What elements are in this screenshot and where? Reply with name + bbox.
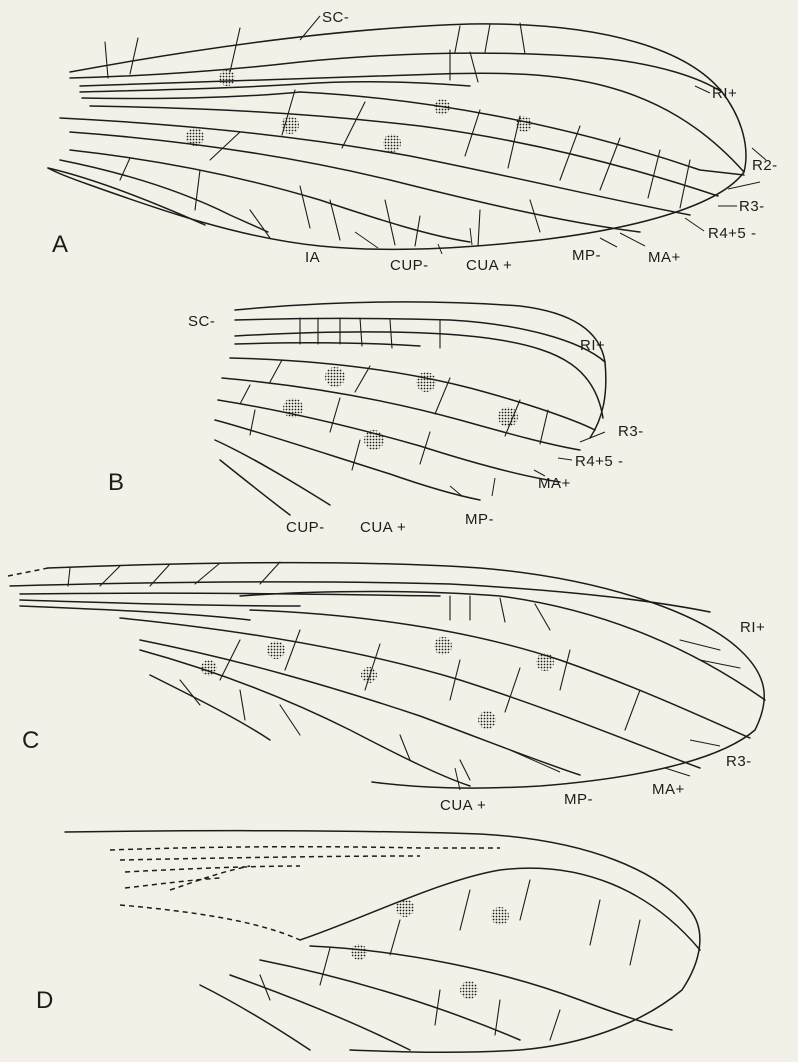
- wing-a-leaders: [300, 16, 766, 254]
- wing-a: SC- RI+ R2- R3- R4+5 - MA+ MP- CUA + CUP…: [48, 9, 778, 274]
- label-b-r3: R3-: [618, 423, 644, 440]
- wing-a-veins: [48, 92, 744, 242]
- label-a-r3: R3-: [739, 198, 765, 215]
- label-a-sc: SC-: [322, 9, 349, 26]
- wing-c-outline: [8, 563, 764, 788]
- label-c-cua: CUA +: [440, 797, 486, 814]
- panel-letter-b: B: [108, 469, 124, 496]
- label-b-mp: MP-: [465, 511, 494, 528]
- wing-d-veins: [200, 868, 700, 1050]
- label-b-r45: R4+5 -: [575, 453, 623, 470]
- label-c-r3: R3-: [726, 753, 752, 770]
- wing-a-labels: SC- RI+ R2- R3- R4+5 - MA+ MP- CUA + CUP…: [52, 9, 778, 274]
- panel-letter-d: D: [36, 987, 53, 1014]
- label-b-cup: CUP-: [286, 519, 325, 536]
- wing-d-spots: [351, 899, 509, 999]
- wing-c: RI+ R3- MA+ MP- CUA + C: [8, 562, 765, 814]
- panel-letter-c: C: [22, 727, 39, 754]
- panel-letter-a: A: [52, 231, 68, 258]
- label-b-ma: MA+: [538, 475, 571, 492]
- label-a-cup: CUP-: [390, 257, 429, 274]
- label-a-cua: CUA +: [466, 257, 512, 274]
- label-b-cua: CUA +: [360, 519, 406, 536]
- label-c-mp: MP-: [564, 791, 593, 808]
- wing-b: SC- RI+ R3- R4+5 - MA+ MP- CUA + CUP- B: [108, 302, 644, 536]
- label-a-r1: RI+: [712, 85, 737, 102]
- label-a-r45: R4+5 -: [708, 225, 756, 242]
- label-a-mp: MP-: [572, 247, 601, 264]
- label-a-ia: IA: [305, 249, 320, 266]
- label-b-sc: SC-: [188, 313, 215, 330]
- label-a-ma: MA+: [648, 249, 681, 266]
- wing-d-labels: D: [36, 987, 53, 1014]
- label-c-ma: MA+: [652, 781, 685, 798]
- wing-b-spots: [283, 367, 518, 450]
- wing-d-outline: [65, 831, 700, 1053]
- label-c-r1: RI+: [740, 619, 765, 636]
- wing-d: D: [36, 831, 700, 1053]
- label-b-r1: RI+: [580, 337, 605, 354]
- wing-c-veins: [120, 592, 765, 787]
- wing-d-crossveins: [260, 880, 640, 1040]
- label-a-r2: R2-: [752, 157, 778, 174]
- wing-b-labels: SC- RI+ R3- R4+5 - MA+ MP- CUA + CUP- B: [108, 313, 644, 536]
